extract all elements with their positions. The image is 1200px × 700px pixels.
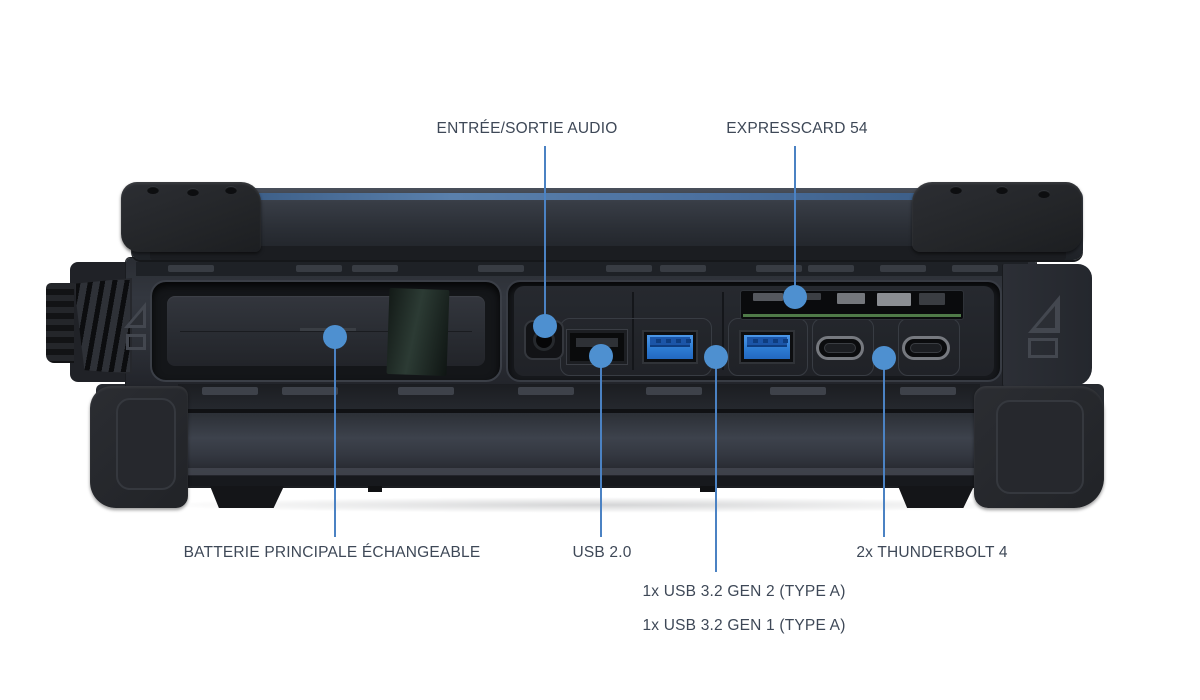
pcb-edge: [743, 314, 961, 317]
marker-dot-audio: [533, 314, 557, 338]
screw-icon: [187, 188, 199, 196]
leader-line-battery: [334, 337, 336, 537]
base-vent-slot: [518, 387, 574, 395]
leader-line-thunderbolt: [883, 358, 885, 537]
screw-icon: [147, 186, 159, 194]
rubber-foot: [898, 486, 974, 508]
base-vent-slot: [282, 387, 338, 395]
leader-line-usb2: [600, 356, 602, 537]
usb-tongue: [576, 338, 618, 347]
latch-slot: [296, 265, 342, 272]
latch-slot: [660, 265, 706, 272]
screw-icon: [225, 186, 237, 194]
leader-line-usb32: [715, 357, 717, 572]
lock-square-icon: [1028, 338, 1058, 358]
screw-icon: [1038, 190, 1050, 198]
latch-slot: [880, 265, 926, 272]
callout-thunderbolt-label: 2x THUNDERBOLT 4: [856, 544, 1008, 561]
base-vent-slot: [770, 387, 826, 395]
screw-icon: [950, 186, 962, 194]
base-corner-bumper-left: [90, 386, 188, 508]
latch-slot: [808, 265, 854, 272]
latch-slot: [756, 265, 802, 272]
thunderbolt-4-port-2-icon: [902, 336, 950, 360]
marker-dot-usb32: [704, 345, 728, 369]
marker-dot-thunderbolt: [872, 346, 896, 370]
leader-line-audio: [544, 146, 546, 326]
latch-slot: [168, 265, 214, 272]
base-vent-slot: [900, 387, 956, 395]
callout-usb2-label: USB 2.0: [572, 544, 632, 561]
marker-dot-battery: [323, 325, 347, 349]
callout-battery-label: BATTERIE PRINCIPALE ÉCHANGEABLE: [183, 544, 481, 561]
callout-expresscard-label: EXPRESSCARD 54: [726, 120, 868, 137]
lid-corner-bumper-left: [121, 182, 261, 252]
leader-line-expresscard: [794, 146, 796, 297]
base-shadow-line: [178, 409, 980, 413]
callout-audio-label: ENTRÉE/SORTIE AUDIO: [436, 120, 618, 137]
base-ridge-highlight: [180, 468, 980, 475]
lid-corner-bumper-right: [912, 182, 1082, 252]
marker-dot-usb2: [589, 344, 613, 368]
base-vent-slot: [646, 387, 702, 395]
usb-3-2-gen1-port-icon: [739, 330, 795, 364]
panel-seam: [632, 292, 634, 370]
lid-blue-stripe: [252, 193, 920, 200]
lid-lower-edge: [150, 246, 1066, 260]
usb-3-2-gen2-port-icon: [642, 330, 698, 364]
latch-slot: [352, 265, 398, 272]
foot-tab: [368, 486, 382, 492]
latch-slot: [478, 265, 524, 272]
latch-slot: [952, 265, 998, 272]
lock-square-icon: [126, 334, 146, 350]
latch-slot: [606, 265, 652, 272]
marker-dot-expresscard: [783, 285, 807, 309]
callout-usb32-gen2-label: 1x USB 3.2 GEN 2 (TYPE A): [642, 583, 846, 600]
screw-icon: [996, 186, 1008, 194]
callout-usb32-gen1-label: 1x USB 3.2 GEN 1 (TYPE A): [642, 617, 846, 634]
base-vent-slot: [398, 387, 454, 395]
panel-seam: [722, 292, 724, 370]
base-vent-slot: [202, 387, 258, 395]
base-under-edge: [180, 476, 980, 486]
expresscard-54-slot-icon: [740, 290, 964, 320]
foot-tab: [700, 486, 716, 492]
thunderbolt-4-port-1-icon: [816, 336, 864, 360]
rubber-foot: [210, 486, 284, 508]
battery-pull-strap: [386, 287, 450, 377]
side-connector-cover: [46, 283, 74, 363]
base-corner-bumper-right: [974, 386, 1104, 508]
